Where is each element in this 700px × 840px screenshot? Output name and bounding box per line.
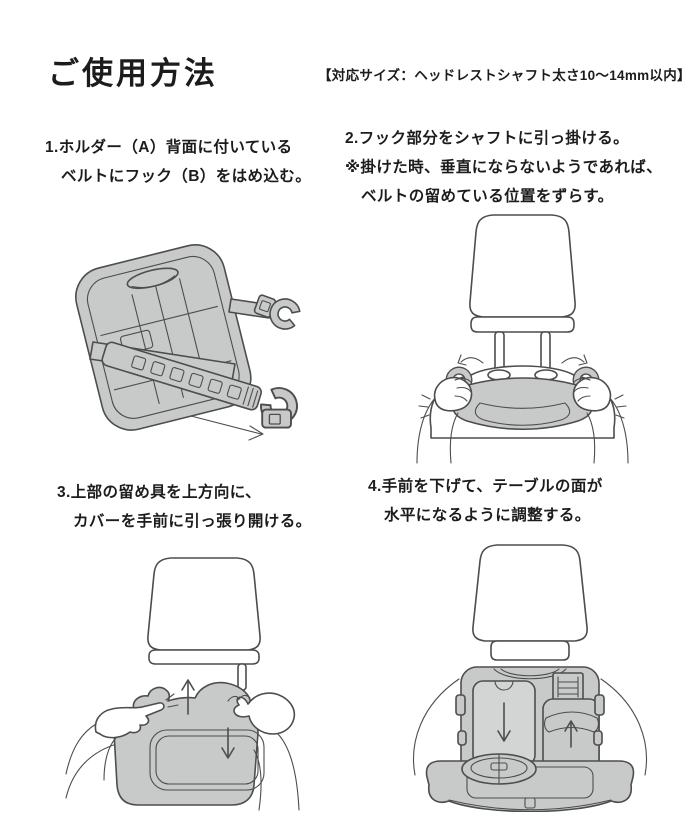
arrow-right [561, 354, 588, 366]
step-3-line-1: 3.上部の留め具を上方向に、 [57, 484, 262, 501]
headrest-base [470, 316, 575, 333]
arrow-down [221, 727, 235, 759]
step-4-line-1: 4.手前を下げて、テーブルの面が [368, 478, 603, 495]
hook-b-part [260, 387, 298, 429]
buckle [552, 672, 584, 702]
headrest-base [148, 649, 260, 665]
holder-back-panel [75, 244, 252, 431]
arrow-left [457, 354, 484, 366]
side-clip-right [594, 694, 605, 716]
arrow-up [181, 679, 195, 715]
cover-recess-outer [149, 729, 265, 791]
step-2-text: 2.フック部分をシャフトに引っ掛ける。 ※掛けた時、垂直にならないようであれば、… [345, 124, 662, 211]
headrest [147, 557, 261, 651]
step-1-text: 1.ホルダー（A）背面に付いている ベルトにフック（B）をはめ込む。 [45, 133, 311, 191]
step-2-line-1: 2.フック部分をシャフトに引っ掛ける。 [345, 130, 630, 147]
hand-right [227, 692, 300, 811]
illustration-step-3-open-cover [65, 557, 300, 811]
hand-left [65, 693, 179, 781]
step-3-text: 3.上部の留め具を上方向に、 カバーを手前に引っ張り開ける。 [57, 478, 312, 536]
illustration-step-2-hook-on-shaft [416, 214, 629, 464]
shaft-right [540, 331, 551, 373]
cup-holder [461, 753, 537, 785]
arrow-down [497, 702, 511, 742]
hand-left [416, 376, 473, 464]
headrest [472, 544, 588, 642]
insert-direction-arrow [190, 415, 264, 441]
step-2-line-2: ※掛けた時、垂直にならないようであれば、 [345, 159, 663, 176]
tray-inner [474, 402, 571, 426]
shaft [237, 663, 247, 691]
step-2-line-3: ベルトの留めている位置をずらす。 [361, 188, 614, 205]
table-front-edge [448, 799, 612, 811]
page-title: ご使用方法 [48, 56, 218, 91]
attached-hook [253, 294, 301, 330]
hand-right [572, 376, 629, 464]
holder-tray [451, 377, 594, 430]
shaft-left [494, 331, 505, 373]
step-4-line-2: 水平になるように調整する。 [384, 507, 591, 524]
side-clip-left [455, 694, 466, 716]
compatible-size-note: 【対応サイズ：ヘッドレストシャフト太さ10〜14mm以内】 [318, 68, 691, 83]
step-4-text: 4.手前を下げて、テーブルの面が 水平になるように調整する。 [368, 472, 603, 530]
step-1-line-2: ベルトにフック（B）をはめ込む。 [61, 168, 312, 185]
belt-strap [101, 341, 262, 411]
arrow-up [564, 720, 578, 748]
headrest-base [490, 640, 570, 661]
seat-edge-left [413, 678, 460, 776]
step-3-line-2: カバーを手前に引っ張り開ける。 [73, 513, 312, 530]
step-1-line-1: 1.ホルダー（A）背面に付いている [45, 139, 293, 156]
seat-edge-right [600, 678, 647, 776]
headrest [469, 214, 576, 318]
illustration-step-1-holder-belt-hook [75, 244, 301, 441]
illustration-step-4-level-table [413, 544, 647, 812]
table-latch-notch [524, 797, 536, 809]
